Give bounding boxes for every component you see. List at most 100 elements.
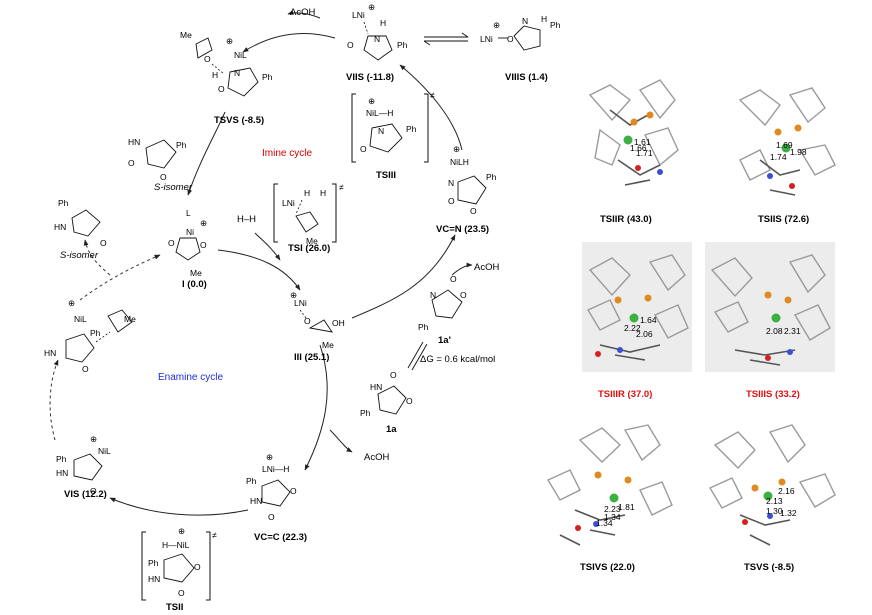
svg-text:⊕: ⊕: [368, 2, 375, 12]
structure-i: L Ni ⊕ O O Me: [168, 208, 207, 278]
arrow-vi-to-tsiv: [49, 359, 59, 441]
svg-text:Ph: Ph: [360, 408, 371, 418]
structure-vii: LNi ⊕ N O H Ph: [347, 2, 408, 61]
svg-text:⊕: ⊕: [90, 434, 97, 444]
p-atom: [624, 476, 632, 484]
label-vi: VIS (12.2): [64, 489, 107, 500]
acoh-top: AcOH: [290, 7, 315, 18]
svg-text:HN: HN: [128, 137, 140, 147]
svg-text:1.30: 1.30: [766, 506, 783, 516]
svg-text:H: H: [212, 70, 218, 80]
svg-text:LNi: LNi: [282, 198, 295, 208]
svg-text:Ph: Ph: [148, 558, 159, 568]
p-atom: [630, 118, 638, 126]
svg-text:Me: Me: [180, 30, 192, 40]
svg-text:O: O: [218, 84, 225, 94]
svg-text:2.08: 2.08: [766, 326, 783, 336]
svg-text:NiL: NiL: [234, 50, 247, 60]
o-atom: [595, 351, 601, 357]
svg-text:O: O: [100, 238, 107, 248]
structure-tsiv: ⊕ NiL Me Ph HN O: [44, 298, 136, 374]
tautomer-eq-2: [411, 343, 428, 371]
p-atom: [794, 124, 802, 132]
svg-text:O: O: [204, 54, 211, 64]
svg-text:LNi: LNi: [352, 10, 365, 20]
svg-text:Ph: Ph: [486, 172, 497, 182]
svg-text:Ph: Ph: [246, 476, 257, 486]
arrow-acoh-out: [451, 262, 473, 276]
svg-text:O: O: [406, 396, 413, 406]
svg-text:Me: Me: [306, 236, 318, 246]
svg-text:Me: Me: [124, 314, 136, 324]
svg-text:⊕: ⊕: [368, 96, 375, 106]
bracket-right: [206, 531, 211, 601]
svg-text:2.31: 2.31: [784, 326, 801, 336]
svg-text:HN: HN: [370, 382, 382, 392]
label-tsi: TSI (26.0): [288, 243, 330, 254]
label-tsii: TSII: [166, 602, 183, 613]
label-1a: 1a: [386, 424, 397, 435]
n-atom: [767, 173, 773, 179]
structure-tsiii: ≠ ⊕ NiL—H N Ph O: [351, 90, 435, 163]
p-atom: [778, 478, 786, 486]
svg-text:Ph: Ph: [418, 322, 429, 332]
svg-text:HN: HN: [54, 222, 66, 232]
caption-tsiii-r: TSIIIR (37.0): [598, 389, 652, 400]
ni-atom: [781, 143, 791, 153]
svg-text:O: O: [448, 196, 455, 206]
svg-text:1.71: 1.71: [636, 148, 653, 158]
svg-text:O: O: [507, 34, 514, 44]
o-atom: [742, 519, 748, 525]
structure-s-isomer-2: Ph HN O: [54, 198, 107, 248]
svg-text:O: O: [82, 364, 89, 374]
svg-text:N: N: [448, 178, 454, 188]
arrow-tsv-to-i: [187, 111, 226, 196]
label-vii: VIIS (-11.8): [346, 72, 394, 83]
arrow-acoh-out-bottom: [329, 429, 353, 453]
svg-text:OH: OH: [332, 318, 345, 328]
structure-viii: LNi ⊕ O N H Ph: [480, 14, 561, 51]
svg-text:1.98: 1.98: [790, 147, 807, 157]
ni-atom: [623, 135, 633, 145]
svg-text:N: N: [378, 126, 384, 136]
ni-atom: [629, 313, 639, 323]
svg-text:1.69: 1.69: [776, 140, 793, 150]
n-atom: [657, 169, 663, 175]
bracket-left: [273, 183, 278, 243]
structure-s-isomer-1: HN Ph O O: [128, 137, 187, 182]
svg-text:1.34: 1.34: [596, 518, 613, 528]
svg-text:1.64: 1.64: [640, 315, 657, 325]
svg-text:H—NiL: H—NiL: [162, 540, 190, 550]
svg-text:O: O: [460, 290, 467, 300]
s-isomer-lower: S-isomer: [60, 250, 99, 261]
svg-text:Ph: Ph: [90, 328, 101, 338]
svg-text:O: O: [390, 370, 397, 380]
p-atom: [764, 291, 772, 299]
svg-text:Ni: Ni: [186, 227, 194, 237]
ni-atom: [609, 493, 619, 503]
svg-text:⊕: ⊕: [266, 452, 273, 462]
structure-3d-tsiii-r: 1.64 1.61 2.22 2.06 TSIIIR (37.0): [582, 242, 692, 400]
structure-tsii: ≠ ⊕ H—NiL Ph HN O O: [141, 526, 217, 601]
svg-text:O: O: [128, 158, 135, 168]
arrow-vcn-to-vii: [399, 64, 463, 151]
svg-text:O: O: [200, 240, 207, 250]
imine-cycle-label: Imine cycle: [262, 148, 312, 159]
svg-text:HN: HN: [250, 496, 262, 506]
o-atom: [635, 165, 641, 171]
arrow-tsiv-to-i: [79, 254, 161, 301]
svg-text:NiL: NiL: [98, 446, 111, 456]
p-atom: [646, 111, 654, 119]
structure-3d-tsii-r: 1.61 1.66 1.71 TSIIR (43.0): [588, 79, 679, 225]
svg-text:Ph: Ph: [58, 198, 69, 208]
structure-3d-tsiii-s: 2.08 2.31 TSIIIS (33.2): [705, 242, 835, 400]
svg-text:O: O: [290, 486, 297, 496]
svg-text:1.66: 1.66: [630, 143, 647, 153]
svg-text:⊕: ⊕: [290, 290, 297, 300]
o-atom: [789, 183, 795, 189]
ni-atom: [763, 491, 773, 501]
n-atom: [593, 521, 599, 527]
svg-text:O: O: [268, 512, 275, 522]
caption-tsii-s: TSIIS (72.6): [758, 214, 809, 225]
